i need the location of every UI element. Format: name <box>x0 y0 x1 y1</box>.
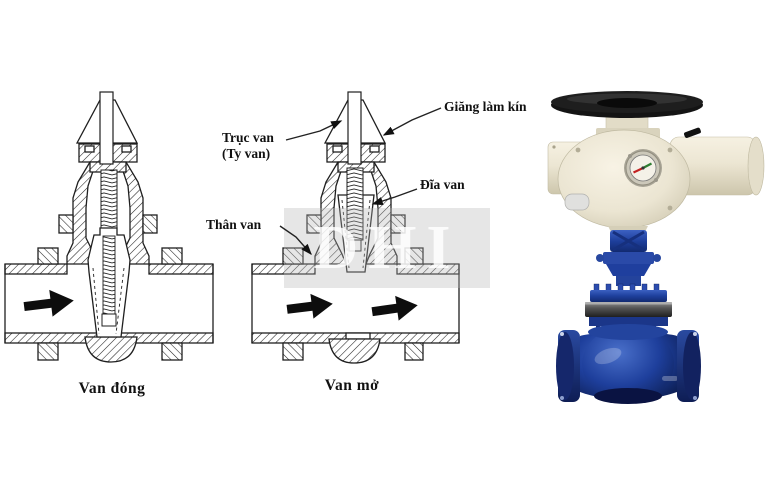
label-disc: Đĩa van <box>420 177 465 192</box>
flow-arrows <box>286 293 418 321</box>
pipe-body <box>251 263 460 344</box>
yoke <box>596 230 661 286</box>
label-stem-line1: Trục van <box>222 130 274 145</box>
valve-disc-closed <box>87 227 131 338</box>
label-gasket: Giăng làm kín <box>444 99 527 114</box>
position-indicator-gauge <box>624 149 662 187</box>
actuator-body <box>557 129 691 229</box>
valve-bottom-dome <box>328 338 381 364</box>
label-stem-line2: (Ty van) <box>222 146 271 161</box>
motorized-valve-photo <box>547 91 765 404</box>
valve-body-casting <box>580 324 678 404</box>
caption-open-valve: Van mở <box>324 377 380 394</box>
valve-stem <box>99 91 118 237</box>
seat-recess <box>345 332 371 340</box>
left-flange <box>556 330 580 402</box>
closed-valve-diagram <box>4 91 214 363</box>
open-valve-diagram <box>251 91 460 364</box>
gate-valve-blue <box>556 230 701 404</box>
actuator-motor <box>669 136 765 196</box>
bonnet-flange-ring <box>585 302 672 317</box>
limit-switch-lever <box>684 127 701 138</box>
valve-disc-open <box>337 167 375 273</box>
caption-closed-valve: Van đóng <box>78 380 146 397</box>
label-body: Thân van <box>206 217 262 232</box>
pipe-flanges <box>37 247 183 361</box>
bonnet <box>590 290 667 302</box>
cable-gland <box>564 193 590 211</box>
pipe-flanges <box>282 247 424 361</box>
label-stem: Trục van (Ty van) <box>222 130 274 162</box>
valve-stem <box>347 91 362 165</box>
right-flange <box>677 330 701 402</box>
valve-bottom-dome <box>84 336 138 363</box>
flow-arrow <box>23 289 74 317</box>
